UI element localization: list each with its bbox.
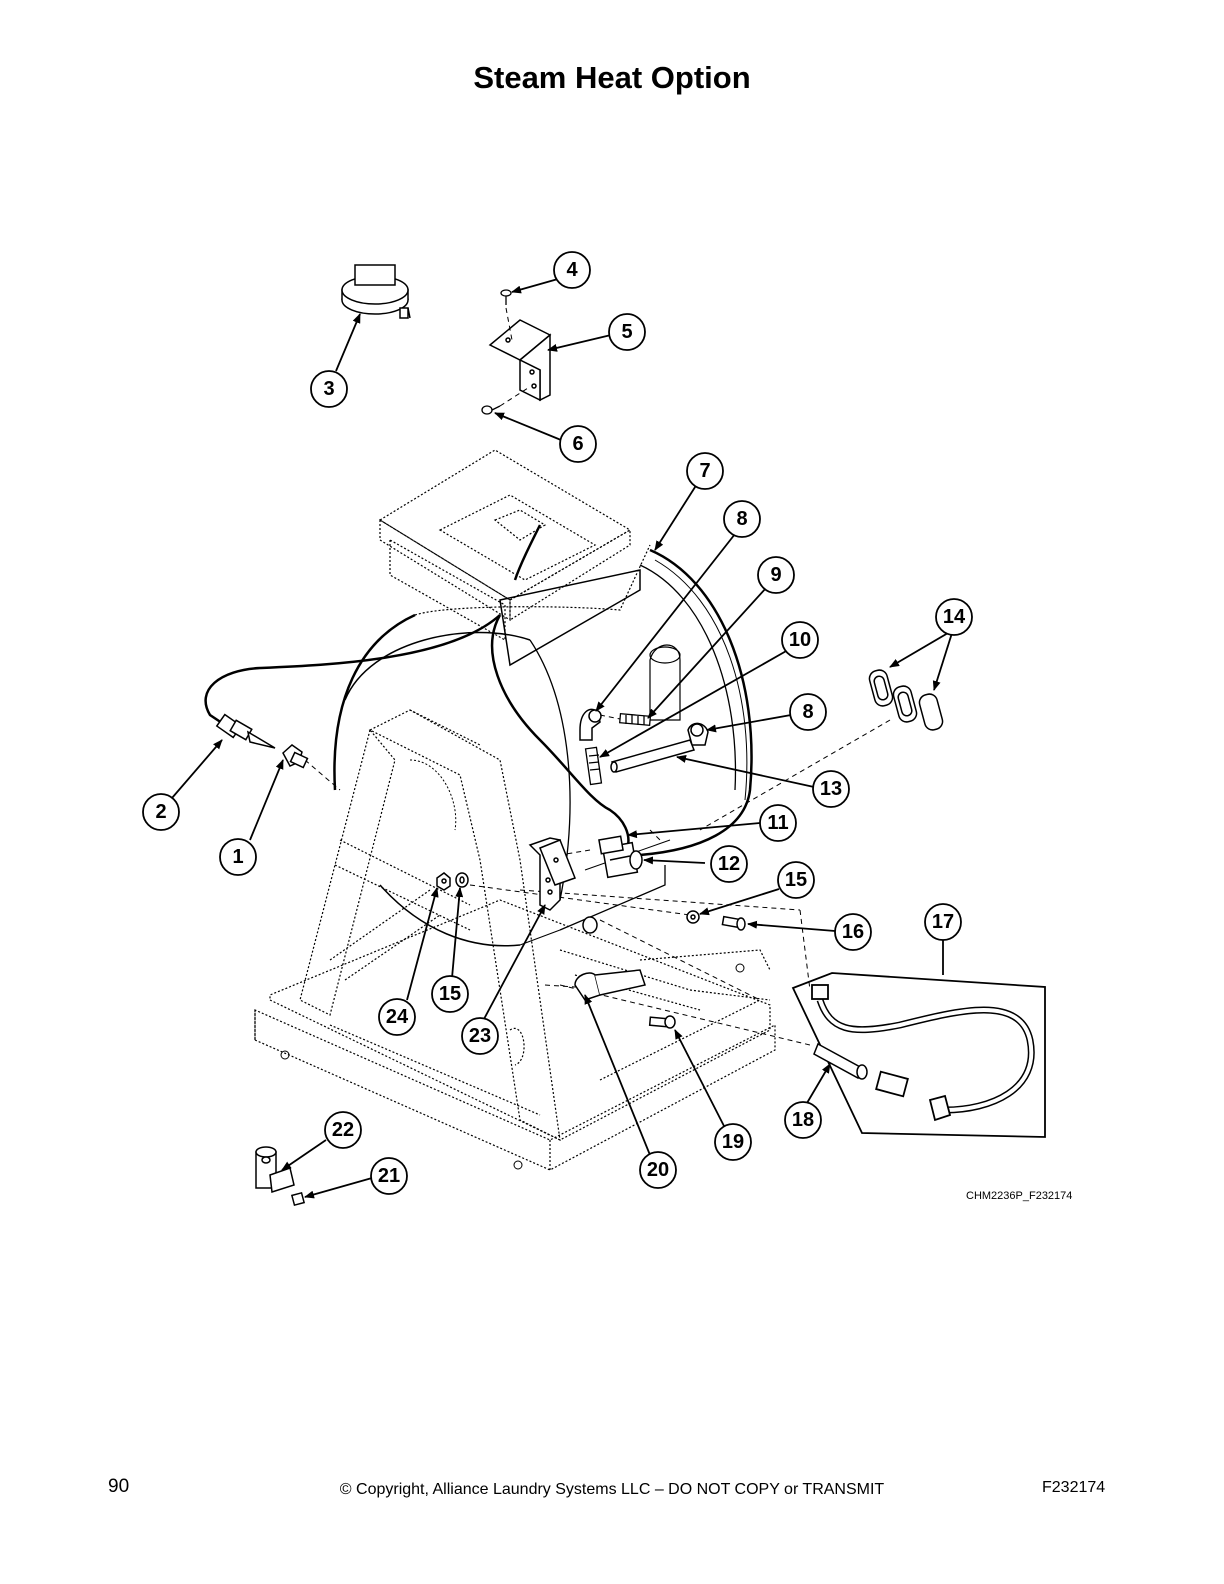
bracket	[488, 319, 552, 402]
mount-bracket	[528, 837, 576, 911]
svg-text:8: 8	[802, 701, 813, 723]
callout-9: 9	[757, 556, 795, 594]
screw-bottom	[481, 405, 501, 415]
svg-text:8: 8	[736, 508, 747, 530]
svg-text:10: 10	[789, 629, 811, 651]
svg-text:15: 15	[439, 983, 461, 1005]
svg-text:15: 15	[785, 869, 807, 891]
svg-text:13: 13	[820, 778, 842, 800]
support-frame	[299, 709, 771, 1142]
callout-23: 23	[461, 1017, 499, 1055]
callout-2: 2	[142, 793, 180, 831]
bolt-16	[721, 915, 746, 931]
callout-13: 13	[812, 770, 850, 808]
svg-text:7: 7	[699, 460, 710, 482]
svg-text:6: 6	[572, 433, 583, 455]
leader-lines	[171, 276, 953, 1199]
svg-text:3: 3	[323, 378, 334, 400]
clip-20	[574, 969, 646, 1001]
callout-17: 17	[924, 903, 962, 941]
temp-probe	[215, 713, 276, 749]
callout-11: 11	[759, 804, 797, 842]
callout-18: 18	[784, 1101, 822, 1139]
elbow-8b	[687, 722, 709, 746]
svg-text:16: 16	[842, 921, 864, 943]
pipe-13	[610, 739, 696, 773]
steam-valve	[598, 835, 643, 879]
nipple-9	[619, 713, 652, 726]
washer-15a	[455, 872, 469, 888]
callouts: 1 2 3 4 5 6 7 8 9 10 8 13 11 12 14 15 16…	[142, 251, 973, 1195]
svg-text:18: 18	[792, 1109, 814, 1131]
washer-mid	[582, 916, 598, 934]
callout-15b: 15	[431, 975, 469, 1013]
washer-15b	[686, 910, 700, 924]
strainer-22	[255, 1146, 295, 1193]
bolt-19	[648, 1015, 676, 1029]
svg-text:9: 9	[770, 564, 781, 586]
nut-24	[436, 872, 451, 891]
callout-24: 24	[378, 998, 416, 1036]
nipple-10	[584, 746, 603, 786]
plugs-14	[868, 669, 944, 731]
top-box-solid	[499, 569, 641, 667]
mount-holes	[280, 963, 745, 1170]
elbow-8a	[579, 708, 602, 741]
callout-19: 19	[714, 1123, 752, 1161]
svg-text:5: 5	[621, 321, 632, 343]
callout-10: 10	[781, 621, 819, 659]
svg-text:4: 4	[566, 259, 578, 281]
callout-5: 5	[608, 313, 646, 351]
svg-text:22: 22	[332, 1119, 354, 1141]
callout-22: 22	[324, 1111, 362, 1149]
page-title: Steam Heat Option	[473, 60, 751, 95]
callout-16: 16	[834, 913, 872, 951]
svg-text:2: 2	[155, 801, 166, 823]
callout-6: 6	[559, 425, 597, 463]
screw-top	[500, 289, 512, 305]
pressure-switch	[341, 264, 411, 319]
svg-text:11: 11	[767, 812, 788, 834]
figure-code: CHM2236P_F232174	[966, 1190, 1073, 1202]
svg-text:24: 24	[386, 1006, 409, 1028]
svg-text:17: 17	[932, 911, 954, 933]
top-box	[378, 449, 632, 642]
page-number: 90	[108, 1476, 130, 1497]
callout-7: 7	[686, 452, 724, 490]
dashed-guides	[304, 307, 891, 1046]
pipe-18	[813, 1042, 868, 1080]
callout-21: 21	[370, 1157, 408, 1195]
callout-12: 12	[710, 845, 748, 883]
svg-text:19: 19	[722, 1131, 744, 1153]
sensor-wire	[204, 524, 630, 846]
svg-text:12: 12	[718, 853, 740, 875]
steam-hose-kit	[791, 972, 1046, 1138]
callout-15a: 15	[777, 861, 815, 899]
callout-20: 20	[639, 1151, 677, 1189]
callout-14: 14	[935, 598, 973, 636]
document-code: F232174	[1042, 1479, 1106, 1496]
callout-4: 4	[553, 251, 591, 289]
fitting-1	[282, 744, 309, 769]
callout-1: 1	[219, 838, 257, 876]
callout-3: 3	[310, 370, 348, 408]
copyright-notice: © Copyright, Alliance Laundry Systems LL…	[339, 1481, 885, 1498]
svg-text:1: 1	[232, 846, 243, 868]
callout-8a: 8	[723, 500, 761, 538]
svg-text:23: 23	[469, 1025, 491, 1047]
svg-text:14: 14	[943, 606, 966, 628]
plug-21	[290, 1191, 306, 1207]
callout-8b: 8	[789, 693, 827, 731]
svg-text:21: 21	[378, 1165, 400, 1187]
svg-text:20: 20	[647, 1159, 669, 1181]
